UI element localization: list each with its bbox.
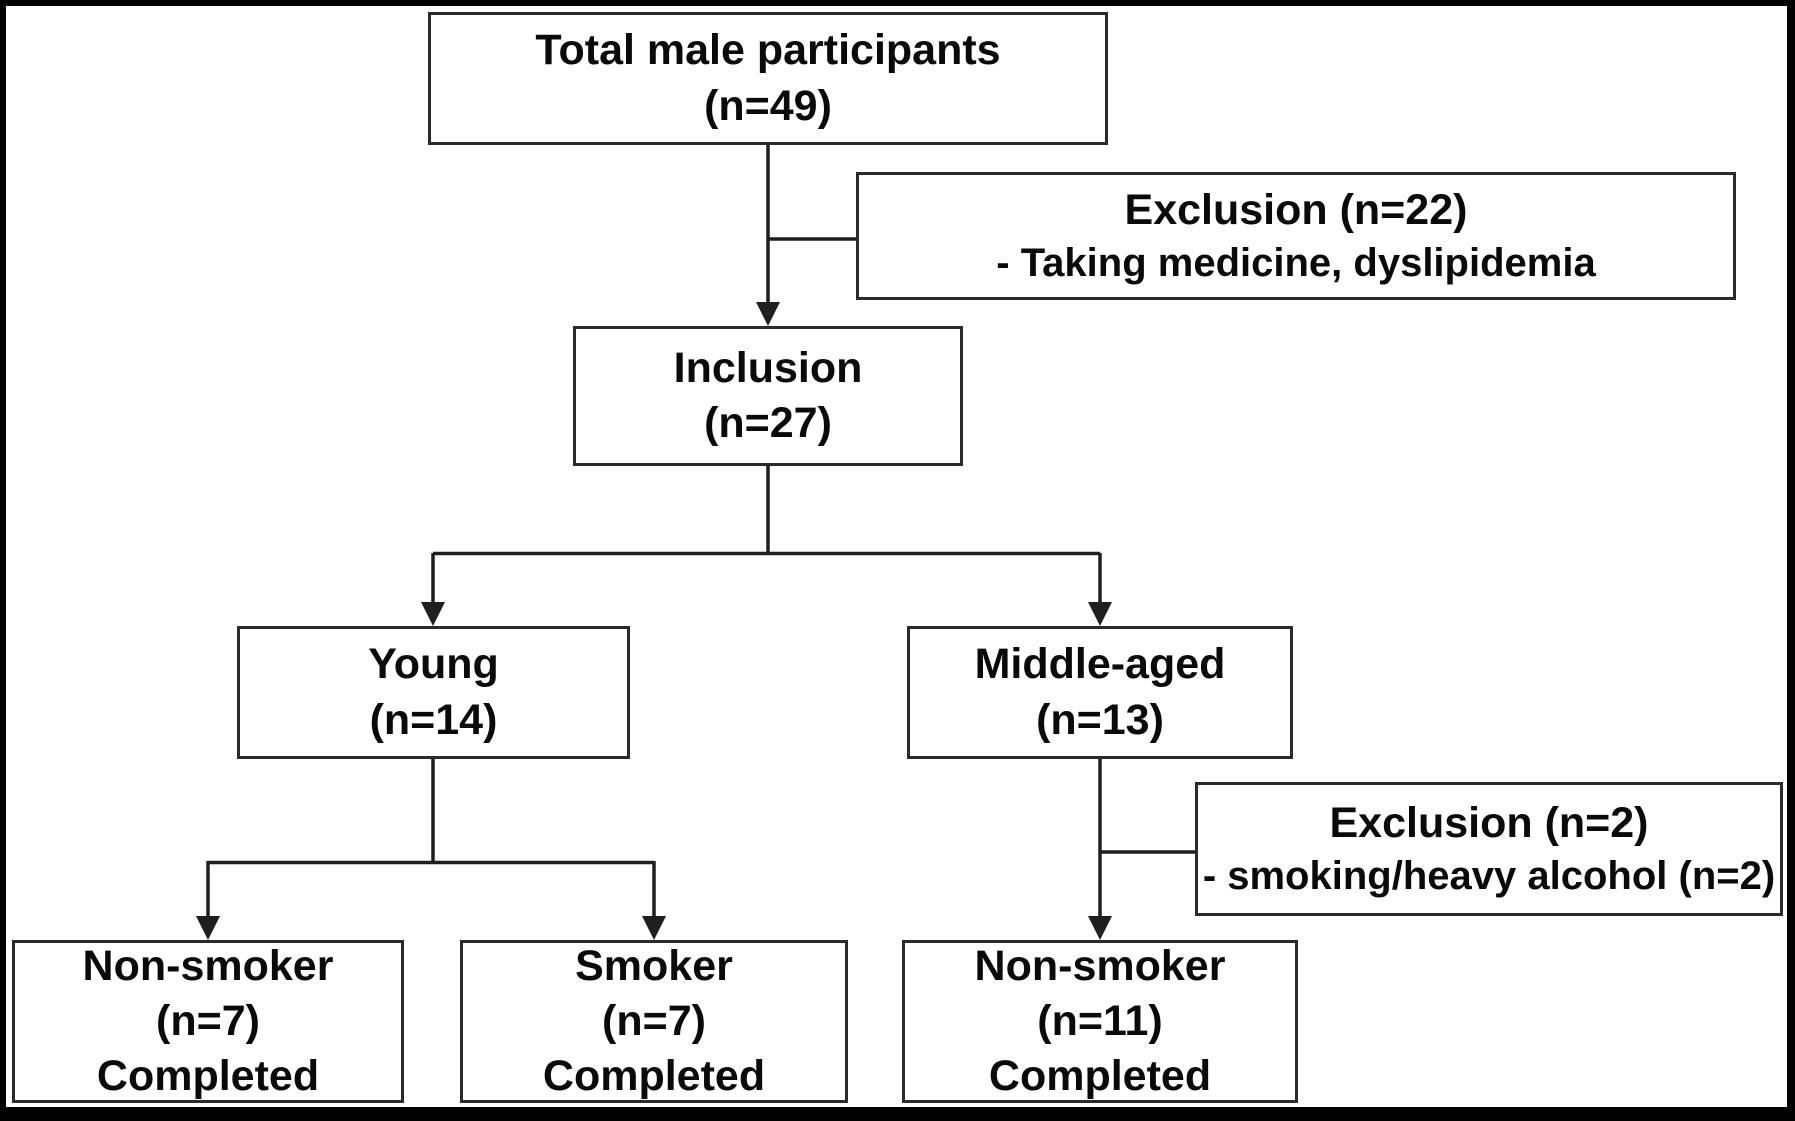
node-young-count: (n=14) [369, 695, 498, 744]
node-young-smoker-status: Completed [542, 1052, 766, 1101]
node-young-nonsmoker-label: Non-smoker [82, 941, 334, 990]
node-exclusion-top-reason: - Taking medicine, dyslipidemia [996, 240, 1596, 285]
node-young-smoker-count: (n=7) [602, 996, 706, 1045]
node-middle-aged-count: (n=13) [1036, 695, 1164, 744]
node-total-participants: Total male participants (n=49) [428, 12, 1108, 145]
node-middle-nonsmoker-count: (n=11) [1037, 996, 1163, 1045]
node-young-smoker-label: Smoker [575, 941, 733, 990]
node-exclusion-middle-reason: - smoking/heavy alcohol (n=2) [1202, 853, 1776, 898]
node-young: Young (n=14) [237, 626, 630, 759]
node-exclusion-top: Exclusion (n=22) - Taking medicine, dysl… [856, 172, 1736, 300]
node-inclusion-label: Inclusion [673, 343, 863, 392]
node-young-nonsmoker-count: (n=7) [156, 996, 260, 1045]
node-middle-nonsmoker: Non-smoker (n=11) Completed [902, 940, 1298, 1103]
node-middle-nonsmoker-label: Non-smoker [974, 941, 1226, 990]
node-total-label: Total male participants [535, 26, 1001, 75]
node-exclusion-middle: Exclusion (n=2) - smoking/heavy alcohol … [1195, 782, 1783, 916]
node-total-count: (n=49) [704, 81, 832, 130]
node-middle-aged-label: Middle-aged [974, 640, 1226, 689]
node-young-nonsmoker-status: Completed [96, 1052, 320, 1101]
node-young-smoker: Smoker (n=7) Completed [460, 940, 848, 1103]
node-young-nonsmoker: Non-smoker (n=7) Completed [12, 940, 404, 1103]
node-middle-nonsmoker-status: Completed [988, 1052, 1212, 1101]
node-exclusion-top-label: Exclusion (n=22) [1124, 185, 1468, 234]
node-inclusion-count: (n=27) [704, 399, 832, 447]
node-middle-aged: Middle-aged (n=13) [907, 626, 1293, 759]
node-exclusion-middle-label: Exclusion (n=2) [1329, 798, 1649, 847]
node-young-label: Young [368, 640, 499, 689]
node-inclusion: Inclusion (n=27) [573, 326, 963, 466]
